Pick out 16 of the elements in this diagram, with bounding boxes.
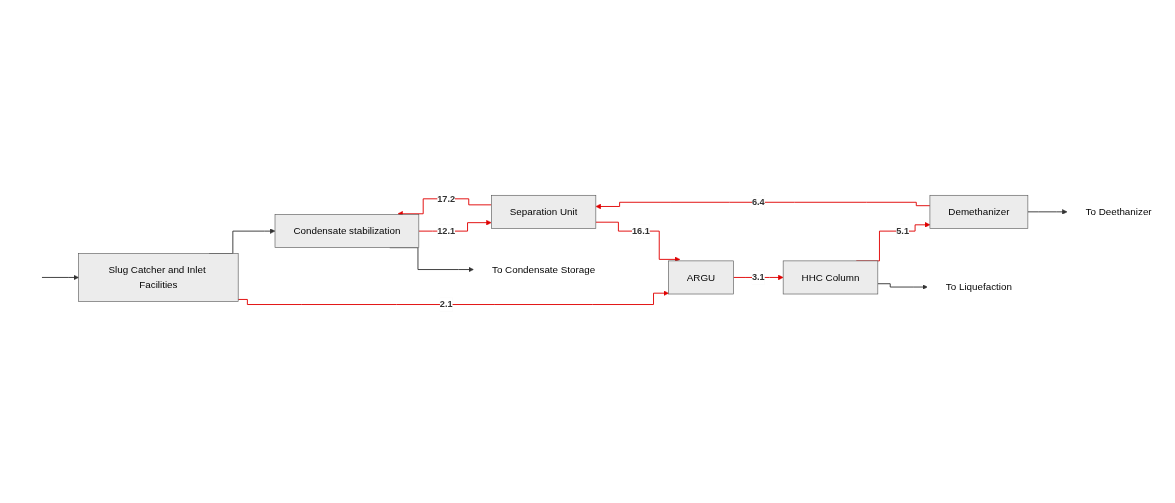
edge-label: 16.1 xyxy=(632,225,650,236)
node-text: To Deethanizer xyxy=(1085,206,1152,217)
node-box: Slug Catcher and Inlet Facilities xyxy=(78,253,239,302)
edge-label: 17.2 xyxy=(437,192,456,204)
node-box: Demethanizer xyxy=(929,194,1029,229)
edge-label: 6.4 xyxy=(751,196,765,207)
node-text: To Liquefaction xyxy=(945,281,1012,292)
node-box: Separation Unit xyxy=(491,194,597,229)
edge-label: 2.1 xyxy=(439,298,453,310)
edge-label: 12.1 xyxy=(437,225,456,236)
edge-label: 5.1 xyxy=(896,225,910,236)
node-text: To Condensate Storage xyxy=(491,263,596,275)
node-box: ARGU xyxy=(668,260,734,295)
node-box: Condensate stabilization xyxy=(274,214,420,248)
node-box: HHC Column xyxy=(782,260,879,295)
edge-label: 3.1 xyxy=(751,271,765,283)
